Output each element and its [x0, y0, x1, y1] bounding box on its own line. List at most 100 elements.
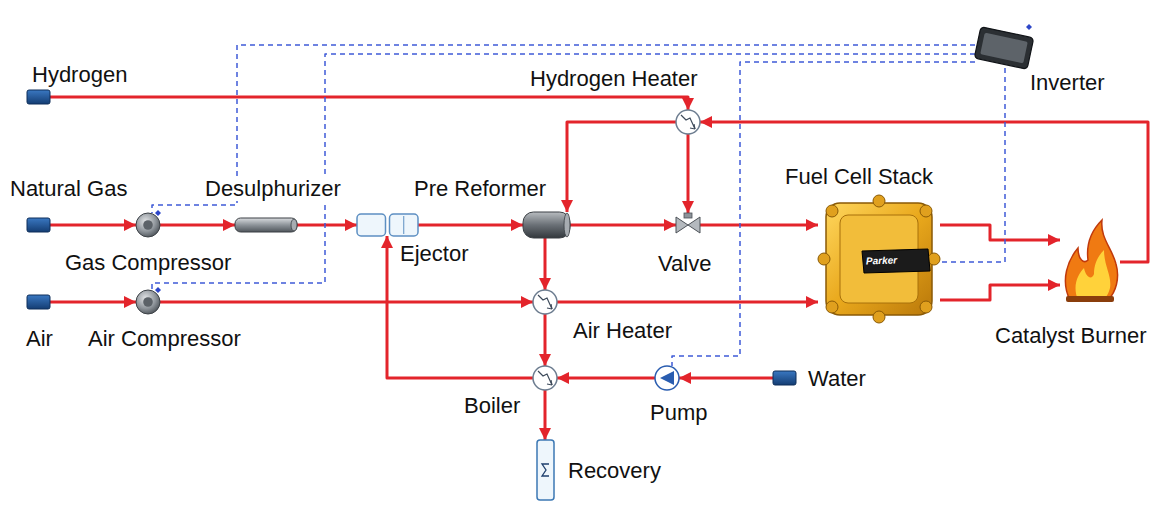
- flame-inner: [1076, 250, 1111, 300]
- vessel-body: [523, 212, 570, 238]
- component-shape: [27, 218, 50, 232]
- component-label: Boiler: [462, 393, 522, 418]
- flow-line: [297, 224, 357, 227]
- cylDark-icon: [523, 212, 570, 238]
- stack-body: [826, 203, 932, 315]
- component-shape: [533, 290, 557, 314]
- inverter-icon: [974, 24, 1033, 69]
- component-shape: [27, 90, 50, 104]
- source-port: [27, 295, 50, 309]
- component-label: Fuel Cell Stack: [783, 164, 935, 189]
- component-shape: [676, 110, 700, 134]
- stack-bolt: [873, 311, 885, 323]
- exchanger-shell: [533, 290, 557, 314]
- component-shape: [676, 213, 700, 237]
- cyl-icon: [235, 218, 297, 232]
- stack-bolt: [826, 301, 838, 313]
- burner-icon: [1065, 220, 1117, 302]
- component-shape: [136, 290, 160, 314]
- control-line: [940, 68, 1005, 262]
- exchanger-arrow: [690, 124, 695, 129]
- comp-component: Gas Compressor: [136, 213, 160, 237]
- cylDark-component: Pre Reformer: [523, 212, 570, 238]
- valve-body: [676, 217, 700, 233]
- vessel-body: [235, 218, 297, 232]
- compressor-body: [136, 290, 160, 314]
- flow-line: [50, 301, 136, 304]
- component-label: Air Compressor: [86, 326, 243, 351]
- signal-port: [1026, 24, 1032, 30]
- flow-line: [418, 224, 523, 227]
- compressor-hub: [143, 220, 153, 230]
- pump-icon: [655, 366, 679, 390]
- burner-base: [1066, 296, 1114, 302]
- heater-icon: [533, 290, 557, 314]
- sum-symbol: [542, 464, 549, 476]
- inverter-component: Inverter: [975, 28, 1033, 68]
- compressor-body: [136, 213, 160, 237]
- component-label: Pump: [648, 400, 709, 425]
- valve-component: Valve: [676, 213, 700, 237]
- flow-line: [50, 97, 688, 110]
- exchanger-shell: [533, 366, 557, 390]
- burner-component: Catalyst Burner: [1060, 220, 1120, 302]
- component-label: Inverter: [1028, 70, 1107, 95]
- component-label: Pre Reformer: [412, 176, 548, 201]
- component-label: Catalyst Burner: [993, 323, 1149, 348]
- exchanger-shell: [676, 110, 700, 134]
- valve-actuator: [684, 213, 692, 218]
- component-label: Air: [24, 326, 55, 351]
- ejector-divider: [403, 216, 404, 234]
- src-component: Water: [773, 371, 796, 385]
- pump-triangle: [660, 371, 674, 385]
- inverter-device: [974, 27, 1033, 70]
- flow-line: [557, 377, 655, 380]
- component-label: Desulphurizer: [203, 176, 343, 201]
- source-port: [27, 90, 50, 104]
- component-shape: [533, 366, 557, 390]
- component-shape: [1060, 220, 1120, 302]
- flow-line: [940, 285, 1060, 300]
- flow-line: [544, 314, 547, 366]
- heater-component: Air Heater: [533, 290, 557, 314]
- control-line: [672, 62, 975, 366]
- ejector-nozzle: [357, 214, 386, 236]
- flow-line: [700, 224, 818, 227]
- control-line: [152, 45, 975, 213]
- flow-line: [567, 122, 676, 212]
- source-port: [27, 218, 50, 232]
- heater-component: Boiler: [533, 366, 557, 390]
- component-label: Natural Gas: [8, 176, 129, 201]
- inverter-case: [974, 27, 1033, 70]
- flow-line: [940, 225, 1060, 240]
- flow-line: [544, 238, 547, 290]
- component-shape: [357, 214, 418, 236]
- flow-line: [557, 301, 818, 304]
- stack-bolt: [818, 253, 830, 265]
- src-icon: [27, 295, 50, 309]
- component-shape: [523, 212, 570, 238]
- component-shape: [136, 213, 160, 237]
- component-label: Recovery: [566, 458, 663, 483]
- src-icon: [27, 218, 50, 232]
- src-component: Air: [27, 295, 50, 309]
- comp-icon: [136, 287, 161, 314]
- pump-casing: [655, 366, 679, 390]
- comp-component: Air Compressor: [136, 290, 160, 314]
- component-label: Valve: [656, 251, 713, 276]
- flow-line: [50, 224, 136, 227]
- exchanger-arrow: [547, 380, 552, 385]
- compressor-hub: [143, 297, 153, 307]
- component-label: Air Heater: [571, 318, 674, 343]
- exchanger-coil: [681, 115, 695, 129]
- component-label: Ejector: [398, 241, 470, 266]
- recovery-icon: [537, 440, 554, 500]
- flow-line: [544, 390, 547, 440]
- stack-bolt: [873, 195, 885, 207]
- heater-icon: [676, 110, 700, 134]
- component-shape: [27, 295, 50, 309]
- flow-line: [679, 377, 773, 380]
- component-label: Water: [806, 366, 868, 391]
- inverter-screen: [980, 33, 1028, 64]
- recovery-vessel: [537, 440, 554, 500]
